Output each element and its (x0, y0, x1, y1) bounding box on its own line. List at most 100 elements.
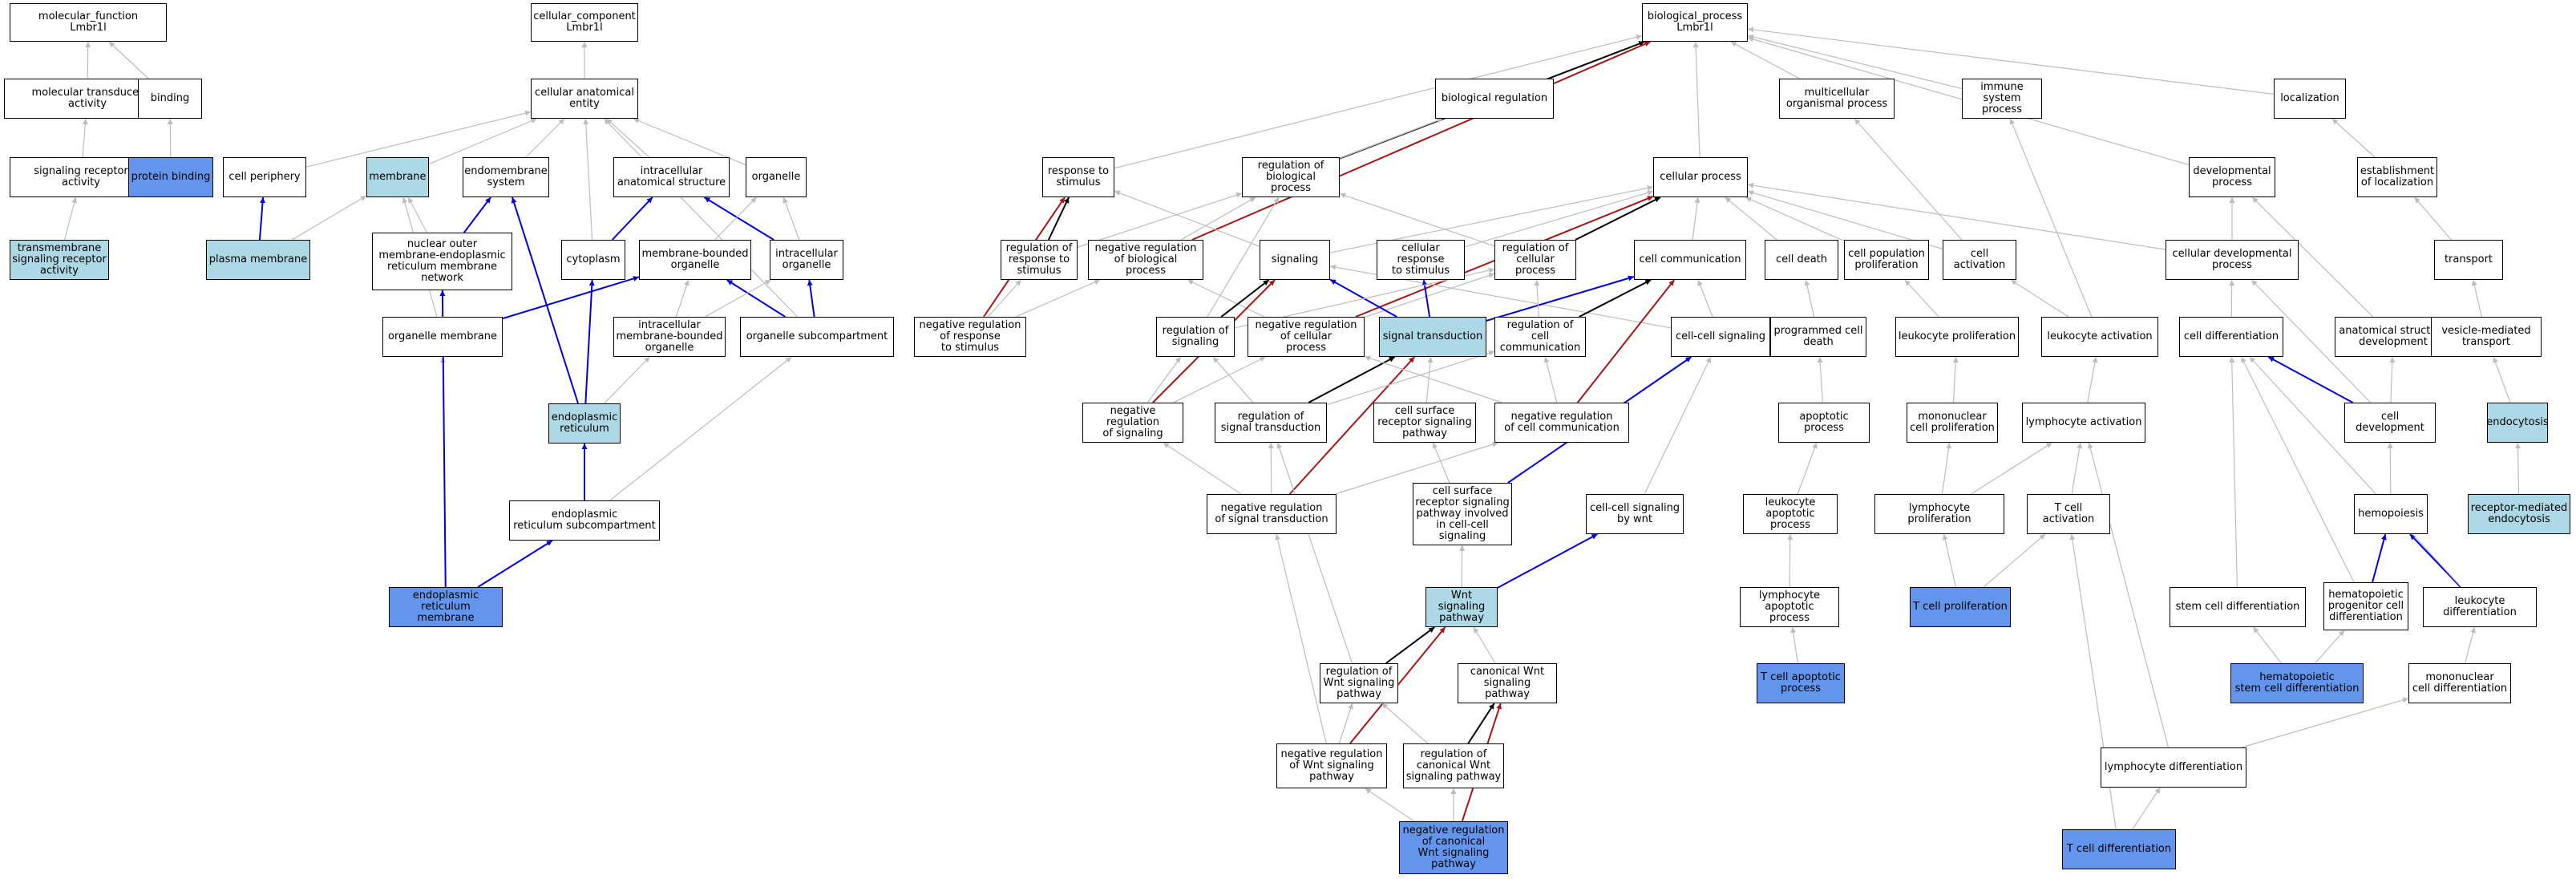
go-term-node-nrrts[interactable]: negative regulation of response to stimu… (914, 317, 1026, 357)
go-term-node-nrcc[interactable]: negative regulation of cell communicatio… (1494, 403, 1629, 443)
edge-wsp-to-ccswnt (1497, 533, 1598, 589)
go-term-node-lprol[interactable]: leukocyte proliferation (1895, 317, 2019, 357)
go-term-node-lymdiff[interactable]: lymphocyte differentiation (2101, 747, 2246, 788)
go-term-node-cwsp[interactable]: canonical Wnt signaling pathway (1458, 663, 1557, 703)
edge-csrsp-to-st (1425, 356, 1434, 403)
go-term-node-tcap[interactable]: T cell apoptotic process (1757, 663, 1845, 703)
go-term-node-cdeath[interactable]: cell death (1765, 240, 1838, 280)
go-term-node-ccswnt[interactable]: cell-cell signaling by wnt (1586, 494, 1684, 534)
go-term-node-isp[interactable]: immune system process (1962, 79, 2042, 119)
go-term-node-lact[interactable]: leukocyte activation (2041, 317, 2158, 357)
go-term-node-cdev[interactable]: cell development (2344, 403, 2436, 443)
go-term-node-nrst[interactable]: negative regulation of signal transducti… (1207, 494, 1337, 534)
go-term-node-endosys[interactable]: endomembrane system (463, 157, 549, 197)
go-term-node-loc[interactable]: localization (2274, 79, 2346, 119)
go-term-node-io[interactable]: intracellular organelle (770, 240, 843, 280)
go-term-node-rrts[interactable]: regulation of response to stimulus (1001, 240, 1078, 280)
go-term-node-pm[interactable]: plasma membrane (206, 240, 310, 280)
go-term-node-pb[interactable]: protein binding (128, 157, 213, 197)
edge-lymprol-to-lymact (1971, 442, 2052, 495)
go-term-node-cpp[interactable]: cell population proliferation (1844, 240, 1929, 280)
go-term-node-ldiff[interactable]: leukocyte differentiation (2423, 587, 2537, 627)
go-term-node-ersub[interactable]: endoplasmic reticulum subcompartment (509, 500, 660, 541)
go-term-node-imbo[interactable]: intracellular membrane-bounded organelle (613, 317, 726, 357)
go-term-node-cellp[interactable]: cellular process (1653, 157, 1748, 197)
go-term-node-transport[interactable]: transport (2434, 240, 2503, 280)
edge-nrst-to-rst (1268, 442, 1274, 495)
go-term-node-endocyt[interactable]: endocytosis (2487, 403, 2548, 443)
go-term-node-eol[interactable]: establishment of localization (2357, 157, 2437, 197)
go-term-node-rcp[interactable]: regulation of cellular process (1494, 240, 1576, 280)
go-term-node-organelle[interactable]: organelle (746, 157, 807, 197)
edge-mncd-to-ldiff (2464, 626, 2477, 664)
go-term-node-mop[interactable]: multicellular organismal process (1779, 79, 1895, 119)
go-term-node-cdiff[interactable]: cell differentiation (2179, 317, 2283, 357)
go-term-node-rst[interactable]: regulation of signal transduction (1215, 403, 1327, 443)
go-term-node-ap[interactable]: apoptotic process (1778, 403, 1870, 443)
go-term-node-crts[interactable]: cellular response to stimulus (1377, 240, 1465, 280)
go-term-node-signaling[interactable]: signaling (1260, 240, 1330, 280)
go-term-node-hemo[interactable]: hemopoiesis (2354, 494, 2428, 534)
go-term-node-rcwsp[interactable]: regulation of canonical Wnt signaling pa… (1403, 743, 1504, 788)
go-term-node-vmt[interactable]: vesicle-mediated transport (2431, 317, 2542, 357)
go-term-node-ias[interactable]: intracellular anatomical structure (613, 157, 730, 197)
go-term-node-ccomm[interactable]: cell communication (1634, 240, 1746, 280)
go-term-node-cp[interactable]: cell periphery (223, 157, 306, 197)
go-term-node-rsig[interactable]: regulation of signaling (1156, 317, 1235, 357)
go-term-node-lymap[interactable]: lymphocyte apoptotic process (1740, 587, 1839, 627)
go-term-node-bp[interactable]: biological_process Lmbr1l (1642, 3, 1748, 42)
go-term-node-lymprol[interactable]: lymphocyte proliferation (1874, 494, 2004, 534)
go-term-node-st[interactable]: signal transduction (1379, 317, 1486, 357)
edge-membrane-to-cae (428, 118, 537, 165)
go-term-node-tprol[interactable]: T cell proliferation (1910, 587, 2011, 627)
go-term-node-mf[interactable]: molecular_function Lmbr1l (10, 3, 167, 42)
go-term-node-rts[interactable]: response to stimulus (1042, 157, 1114, 197)
go-term-node-hpcd[interactable]: hematopoietic progenitor cell differenti… (2323, 582, 2408, 630)
go-term-node-nrbp[interactable]: negative regulation of biological proces… (1088, 240, 1203, 280)
go-term-node-mcp[interactable]: mononuclear cell proliferation (1907, 403, 1998, 443)
go-term-node-ccs[interactable]: cell-cell signaling (1671, 317, 1770, 357)
go-term-node-membrane[interactable]: membrane (366, 157, 429, 197)
go-term-node-mbo[interactable]: membrane-bounded organelle (639, 240, 751, 280)
go-term-node-os[interactable]: organelle subcompartment (740, 317, 894, 357)
go-term-node-csrsp[interactable]: cell surface receptor signaling pathway (1373, 403, 1476, 443)
go-term-node-cc[interactable]: cellular_component Lmbr1l (531, 3, 638, 42)
edge-endosys-to-cae (525, 118, 565, 158)
go-term-node-nuc[interactable]: nuclear outer membrane-endoplasmic retic… (372, 233, 512, 290)
go-term-node-breg[interactable]: biological regulation (1435, 79, 1554, 119)
go-term-node-hscd[interactable]: hematopoietic stem cell differentiation (2230, 663, 2364, 703)
go-term-node-scd[interactable]: stem cell differentiation (2170, 587, 2306, 627)
edge-lymdiff-to-lymact (2087, 442, 2170, 748)
go-term-node-tsra[interactable]: transmembrane signaling receptor activit… (10, 240, 109, 280)
go-term-node-rwsp[interactable]: regulation of Wnt signaling pathway (1320, 663, 1398, 703)
go-term-node-om[interactable]: organelle membrane (382, 317, 503, 357)
go-term-node-rme[interactable]: receptor-mediated endocytosis (2468, 494, 2570, 534)
go-term-node-cdp[interactable]: cellular developmental process (2166, 240, 2299, 280)
go-term-node-wsp[interactable]: Wnt signaling pathway (1425, 587, 1498, 627)
go-term-node-cyto[interactable]: cytoplasm (561, 240, 625, 280)
go-term-node-lymact[interactable]: lymphocyte activation (2022, 403, 2145, 443)
go-term-node-rbp[interactable]: regulation of biological process (1242, 157, 1340, 197)
go-term-node-nrcp[interactable]: negative regulation of cellular process (1248, 317, 1365, 357)
edge-isp-to-bp (1747, 34, 1963, 90)
go-term-node-lap[interactable]: leukocyte apoptotic process (1743, 494, 1838, 534)
edge-imbo-to-io (705, 279, 771, 318)
go-term-node-nrwsp[interactable]: negative regulation of Wnt signaling pat… (1276, 743, 1387, 788)
edge-nrcc-to-rcc (1543, 356, 1558, 403)
edge-erm-to-ersub (477, 540, 553, 588)
go-term-node-cae[interactable]: cellular anatomical entity (531, 79, 638, 119)
go-term-node-binding[interactable]: binding (138, 79, 202, 119)
go-term-node-mncd[interactable]: mononuclear cell differentiation (2408, 663, 2511, 703)
go-term-node-nrcwsp[interactable]: negative regulation of canonical Wnt sig… (1399, 821, 1508, 874)
go-term-node-nrsig[interactable]: negative regulation of signaling (1082, 403, 1183, 443)
go-term-node-pcd[interactable]: programmed cell death (1770, 317, 1866, 357)
edge-pcd-to-cdeath (1804, 279, 1815, 318)
go-term-node-er[interactable]: endoplasmic reticulum (548, 403, 621, 444)
go-term-node-cact[interactable]: cell activation (1943, 240, 2016, 280)
go-term-node-devp[interactable]: developmental process (2189, 157, 2275, 197)
go-term-node-csrspcc[interactable]: cell surface receptor signaling pathway … (1413, 483, 1512, 545)
go-term-node-erm[interactable]: endoplasmic reticulum membrane (389, 587, 503, 627)
go-term-node-tact[interactable]: T cell activation (2027, 494, 2110, 534)
go-term-node-rcc[interactable]: regulation of cell communication (1494, 317, 1586, 357)
go-term-node-tdiff[interactable]: T cell differentiation (2062, 829, 2176, 869)
